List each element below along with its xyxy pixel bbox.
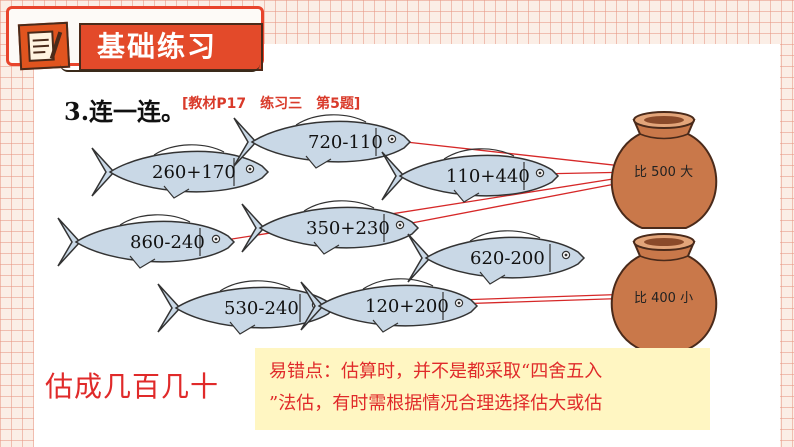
jar-label: 比 500 大 bbox=[634, 165, 693, 180]
fish-expression: 720-110 bbox=[308, 132, 383, 153]
header-box: 基础练习 bbox=[6, 6, 264, 71]
connection-line bbox=[387, 139, 641, 169]
fish-expression: 620-200 bbox=[470, 248, 545, 269]
fish-expression: 110+440 bbox=[446, 166, 530, 187]
estimate-title: 估成几百几十 bbox=[45, 370, 220, 403]
jar-less-than-400[interactable]: 比 400 小 bbox=[610, 233, 718, 351]
jar-label: 比 400 小 bbox=[634, 291, 693, 306]
question-reference: [教材P17 练习三 第5题] bbox=[182, 96, 361, 112]
fish-expression: 120+200 bbox=[365, 296, 449, 317]
fish-530-240[interactable]: 530-240 bbox=[157, 280, 335, 335]
question-title: 3.连一连。 bbox=[64, 97, 186, 126]
notebook-pencil-icon bbox=[17, 21, 71, 71]
jar-greater-than-500[interactable]: 比 500 大 bbox=[610, 111, 718, 229]
fish-120-200[interactable]: 120+200 bbox=[300, 278, 478, 333]
fish-260-170[interactable]: 260+170 bbox=[91, 144, 269, 199]
fish-expression: 260+170 bbox=[152, 162, 236, 183]
tip-line-1: 易错点：估算时，并不是都采取“四舍五入 bbox=[269, 361, 603, 382]
fish-expression: 860-240 bbox=[130, 232, 205, 253]
fish-860-240[interactable]: 860-240 bbox=[57, 214, 235, 269]
fish-720-110[interactable]: 720-110 bbox=[233, 114, 411, 169]
fish-expression: 350+230 bbox=[306, 218, 390, 239]
header-underline bbox=[60, 64, 260, 72]
connection-line bbox=[395, 179, 637, 227]
fish-110-440[interactable]: 110+440 bbox=[381, 148, 559, 203]
fish-expression: 530-240 bbox=[224, 298, 299, 319]
connection-line bbox=[454, 297, 637, 305]
fish-350-230[interactable]: 350+230 bbox=[241, 200, 419, 255]
error-tip-box: 易错点：估算时，并不是都采取“四舍五入 ”法估，有时需根据情况合理选择估大或估 bbox=[255, 348, 710, 430]
tip-line-2: ”法估，有时需根据情况合理选择估大或估 bbox=[269, 393, 603, 414]
fish-620-200[interactable]: 620-200 bbox=[407, 230, 585, 285]
